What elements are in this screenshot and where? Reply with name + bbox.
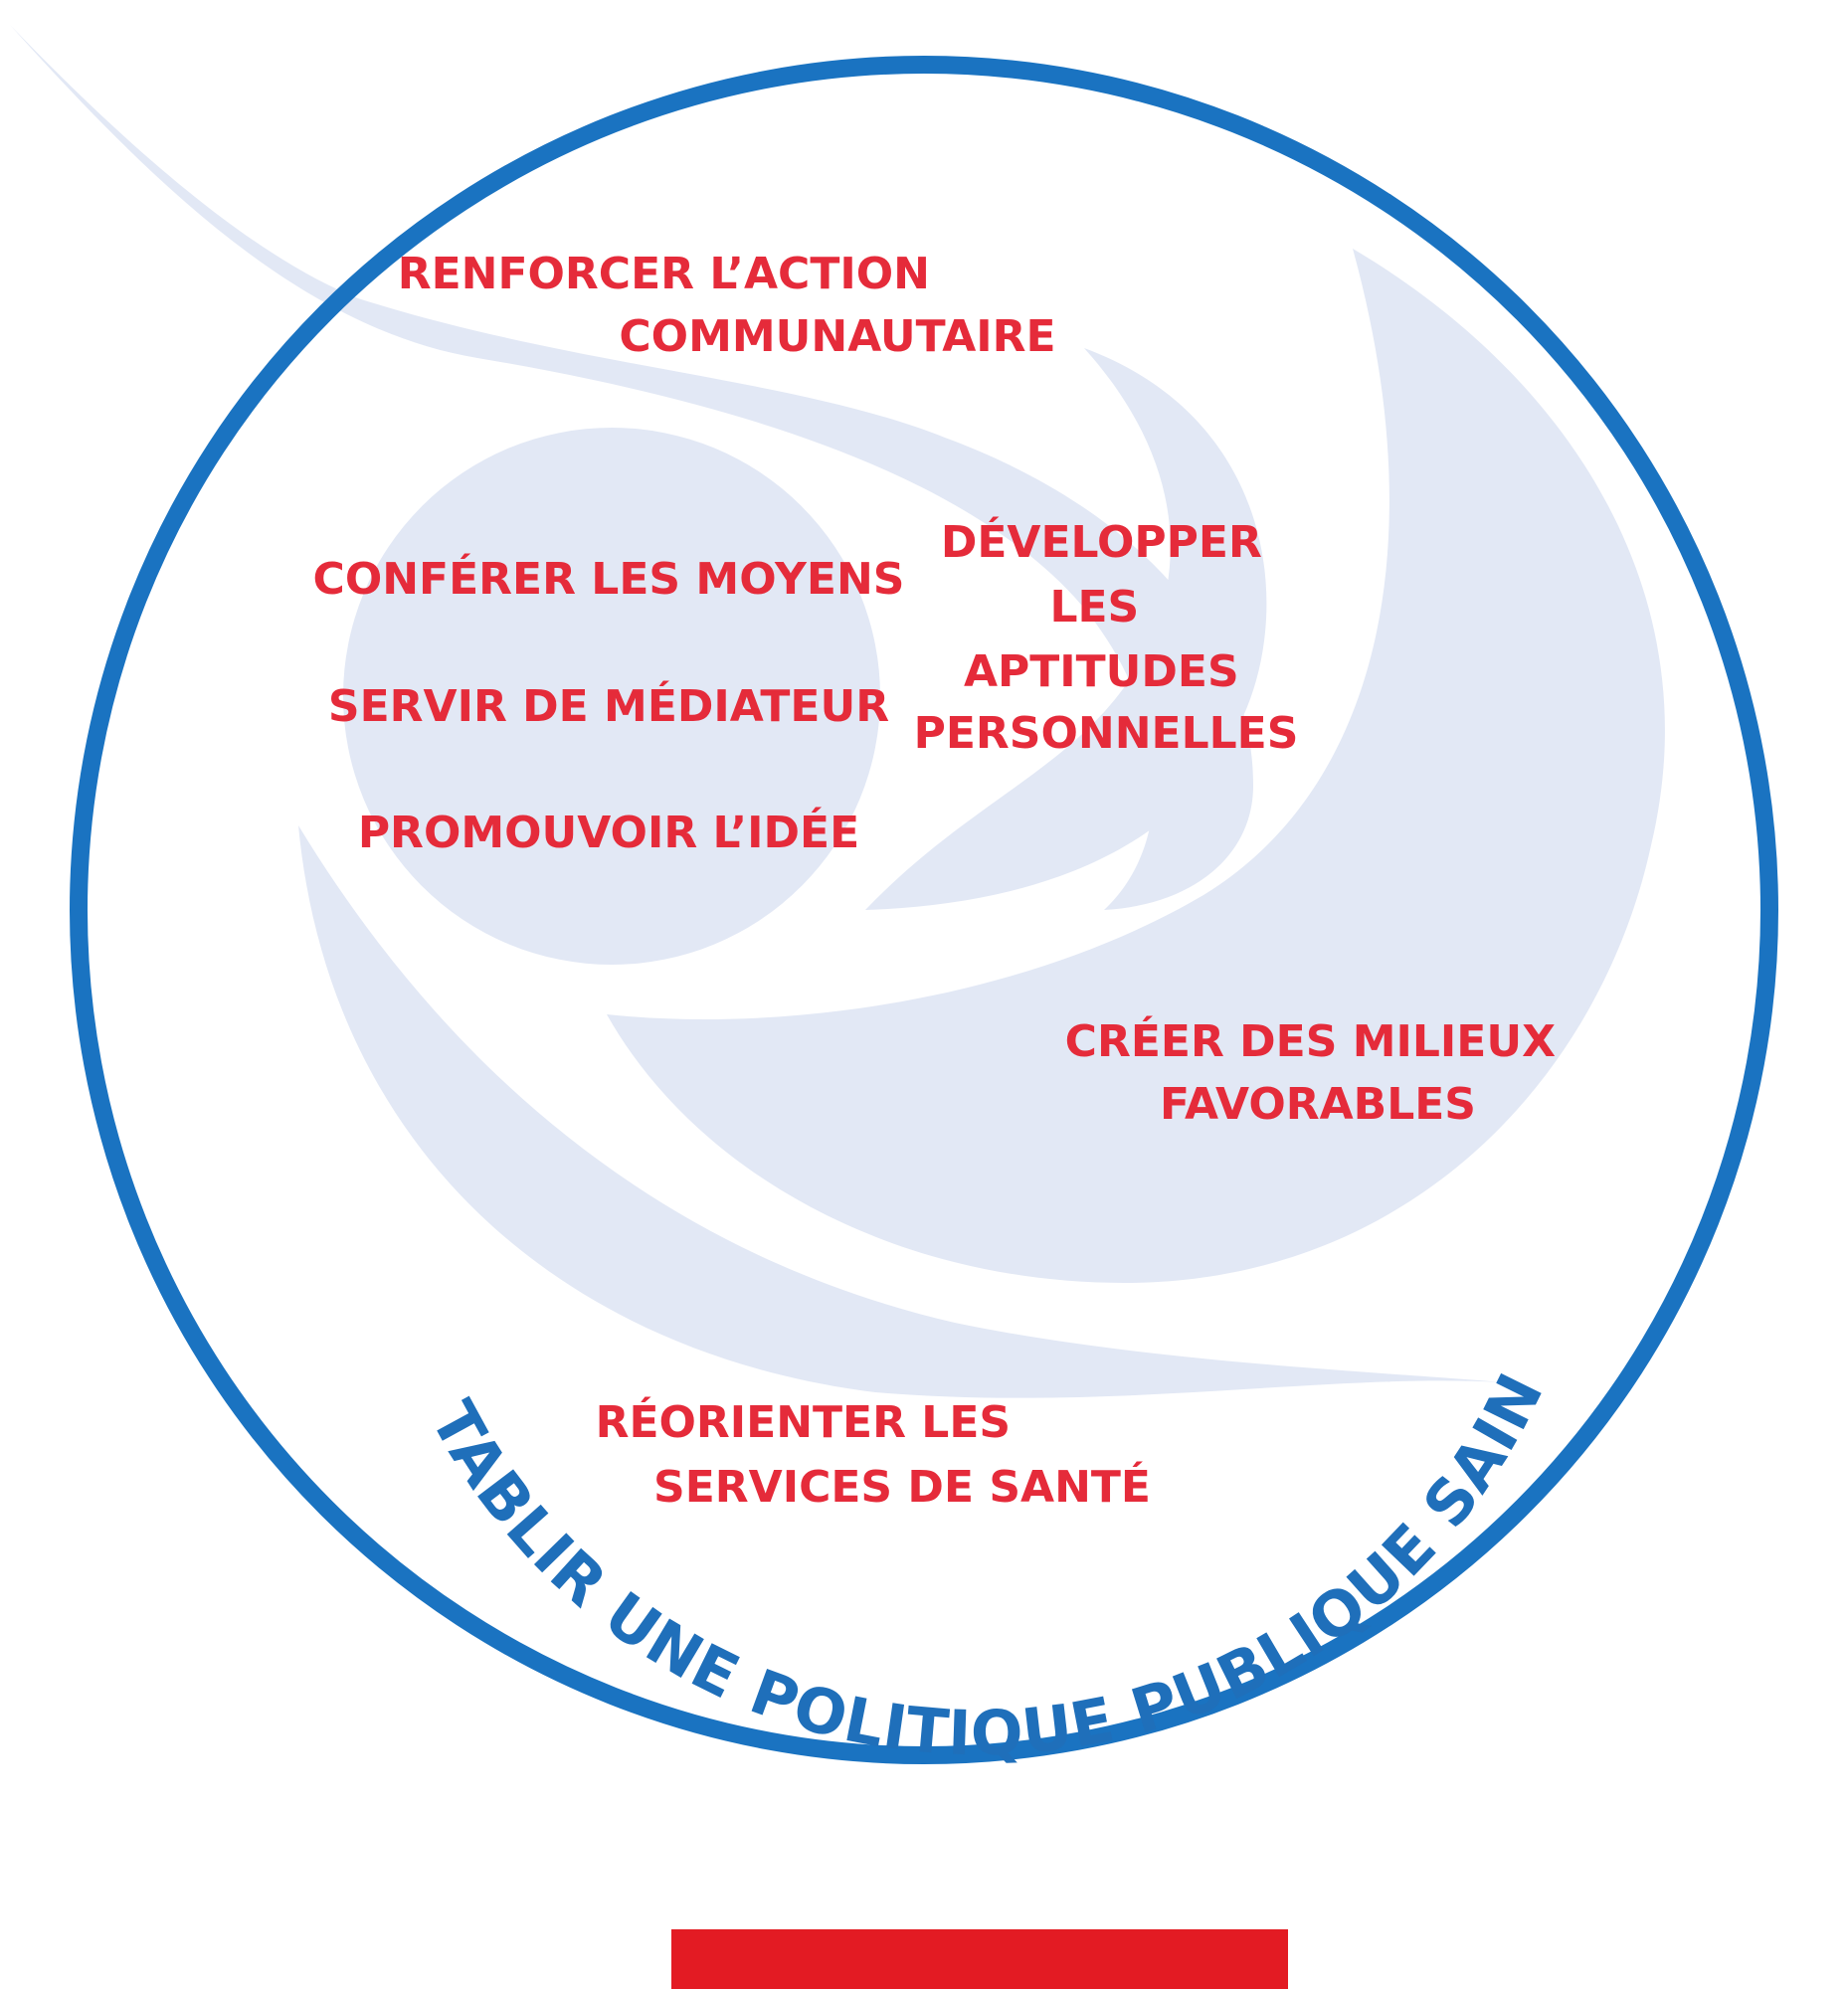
lower-swoosh <box>298 825 1502 1398</box>
health-services-line-1: RÉORIENTER LES <box>596 1395 1012 1448</box>
health-services-label: RÉORIENTER LES SERVICES DE SANTÉ <box>596 1395 1151 1513</box>
mediate-label: SERVIR DE MÉDIATEUR <box>328 679 889 732</box>
personal-skills-line-3: APTITUDES <box>964 646 1239 697</box>
wing-swoosh <box>10 25 1253 910</box>
community-action-line-2: COMMUNAUTAIRE <box>619 311 1055 362</box>
bottom-red-bar <box>671 1929 1288 1989</box>
supportive-environments-label: CRÉER DES MILIEUX FAVORABLES <box>1065 1014 1571 1130</box>
personal-skills-label: DÉVELOPPER LES APTITUDES PERSONNELLES <box>914 515 1299 759</box>
personal-skills-line-4: PERSONNELLES <box>914 708 1299 759</box>
outer-ring <box>70 56 1778 1764</box>
personal-skills-line-2: LES <box>1049 582 1139 633</box>
advocate-label: PROMOUVOIR L’IDÉE <box>358 806 859 858</box>
community-action-line-1: RENFORCER L’ACTION <box>398 249 930 299</box>
personal-skills-line-1: DÉVELOPPER <box>941 515 1262 568</box>
health-services-line-2: SERVICES DE SANTÉ <box>653 1460 1151 1513</box>
community-action-label: RENFORCER L’ACTION COMMUNAUTAIRE <box>398 249 1056 362</box>
right-crescent <box>607 249 1665 1283</box>
supportive-environments-line-1: CRÉER DES MILIEUX <box>1065 1014 1556 1067</box>
swoosh-shapes <box>10 25 1665 1398</box>
central-disc <box>343 428 880 965</box>
enable-label: CONFÉRER LES MOYENS <box>313 552 905 605</box>
supportive-environments-line-2: FAVORABLES <box>1160 1079 1476 1130</box>
